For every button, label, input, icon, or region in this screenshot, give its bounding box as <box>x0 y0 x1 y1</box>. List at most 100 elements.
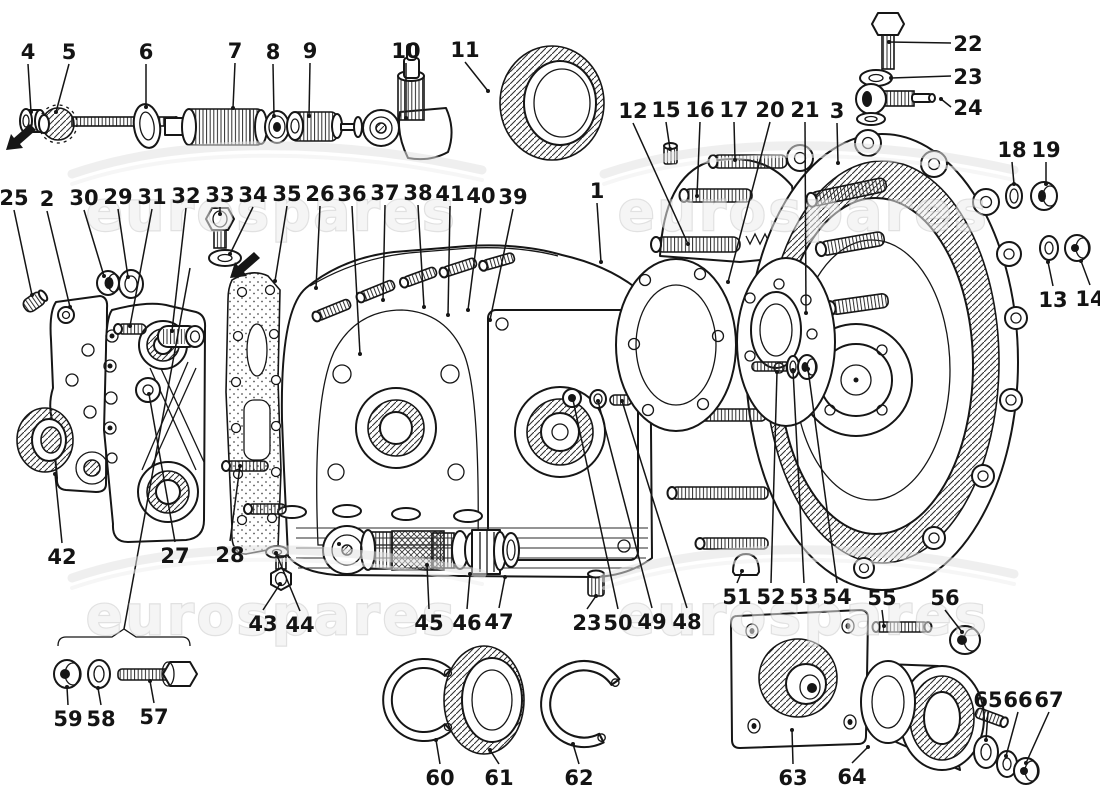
callout-37: 37 <box>370 181 399 205</box>
watermark-text-2: eurospares <box>618 180 989 243</box>
callout-30: 30 <box>69 186 98 210</box>
direction-arrow-icon <box>6 124 36 150</box>
callout-34: 34 <box>238 183 267 207</box>
callout-27: 27 <box>160 544 189 568</box>
callout-8: 8 <box>266 40 281 64</box>
leader-line-55 <box>881 609 885 627</box>
leader-line-26 <box>315 205 321 289</box>
leader-line-35 <box>274 205 288 282</box>
leader-line-46 <box>466 573 471 610</box>
leader-line-31 <box>129 208 153 327</box>
leader-dot-42 <box>53 472 57 476</box>
leader-line-47 <box>498 576 506 609</box>
part-32-sleeve <box>157 325 205 348</box>
leader-line-8 <box>272 63 275 117</box>
callout-61: 61 <box>484 766 513 790</box>
leader-dot-23-2 <box>594 594 598 598</box>
leader-dot-59 <box>65 685 69 689</box>
leader-dot-23 <box>889 76 893 80</box>
leader-dot-58 <box>96 686 100 690</box>
leader-dot-47 <box>503 575 507 579</box>
part-5-speedometer-gear <box>38 104 187 144</box>
callout-44: 44 <box>285 613 314 637</box>
leader-line-63 <box>791 729 794 765</box>
leader-dot-30 <box>102 274 106 278</box>
leader-line-15 <box>665 121 671 150</box>
leader-dot-62 <box>571 742 575 746</box>
leader-dot-65 <box>984 738 988 742</box>
part-63-mount-plate <box>730 609 869 749</box>
leader-dot-26 <box>314 286 318 290</box>
leader-line-40 <box>467 207 482 311</box>
callout-22: 22 <box>953 32 982 56</box>
part-58-washer <box>87 659 111 689</box>
leader-line-51 <box>736 570 743 584</box>
part-31-stud <box>113 323 147 335</box>
callout-67: 67 <box>1034 688 1063 712</box>
callout-63: 63 <box>778 766 807 790</box>
leader-line-67 <box>1025 711 1050 764</box>
part-10-angle-drive <box>340 43 453 161</box>
callout-33: 33 <box>205 183 234 207</box>
leader-dot-16 <box>695 194 699 198</box>
callout-3: 3 <box>830 99 845 123</box>
leader-line-23 <box>890 75 952 79</box>
callout-43: 43 <box>248 612 277 636</box>
part-33-bolt <box>205 207 235 249</box>
callout-14: 14 <box>1075 287 1100 311</box>
leader-line-56 <box>944 609 963 633</box>
leader-line-30 <box>83 209 105 277</box>
callout-18: 18 <box>997 138 1026 162</box>
leader-line-45 <box>426 564 430 610</box>
leader-dot-20 <box>726 280 730 284</box>
callout-23: 23 <box>953 65 982 89</box>
leader-dot-31 <box>128 324 132 328</box>
leader-line-65 <box>985 711 989 741</box>
leader-dot-11 <box>486 89 490 93</box>
leader-dot-45 <box>425 563 429 567</box>
leader-dot-48 <box>620 399 624 403</box>
watermark-swoosh <box>67 141 487 179</box>
leader-line-34 <box>229 206 254 255</box>
leader-dot-25 <box>30 293 34 297</box>
callout-28: 28 <box>215 543 244 567</box>
callout-52: 52 <box>756 585 785 609</box>
leader-line-32 <box>171 207 187 332</box>
callout-9: 9 <box>303 39 318 63</box>
part-8-bush <box>264 110 290 144</box>
leader-dot-55 <box>882 624 886 628</box>
callout-59: 59 <box>53 707 82 731</box>
leader-line-17 <box>733 121 736 161</box>
callout-46: 46 <box>452 611 481 635</box>
callout-13: 13 <box>1038 288 1067 312</box>
part-59-nut <box>53 659 82 689</box>
watermark-swoosh <box>602 557 1016 590</box>
callout-17: 17 <box>719 98 748 122</box>
callout-42: 42 <box>47 545 76 569</box>
leader-dot-35 <box>273 279 277 283</box>
leader-line-1 <box>596 202 602 263</box>
part-65-washer <box>973 735 999 769</box>
leader-line-50 <box>572 399 619 610</box>
leader-line-29 <box>117 208 129 278</box>
leader-line-12 <box>632 122 689 245</box>
part-57-bolt <box>117 661 198 687</box>
leader-dot-40 <box>466 308 470 312</box>
part-30-nut <box>96 270 121 296</box>
leader-line-52 <box>770 371 778 584</box>
leader-dot-15 <box>668 147 672 151</box>
leader-dot-8 <box>272 114 276 118</box>
leader-dot-66 <box>1004 754 1008 758</box>
leader-line-41 <box>447 205 451 316</box>
leader-dot-52 <box>775 370 779 374</box>
part-25-screw <box>22 289 49 313</box>
watermark-swoosh <box>602 153 1016 186</box>
part-55-stud <box>871 621 933 633</box>
callout-66: 66 <box>1003 688 1032 712</box>
callout-39: 39 <box>498 185 527 209</box>
leader-line-53 <box>792 369 805 584</box>
watermark-text-4: eurospares <box>618 584 989 647</box>
leader-line-11 <box>464 61 489 92</box>
leader-dot-67 <box>1024 761 1028 765</box>
